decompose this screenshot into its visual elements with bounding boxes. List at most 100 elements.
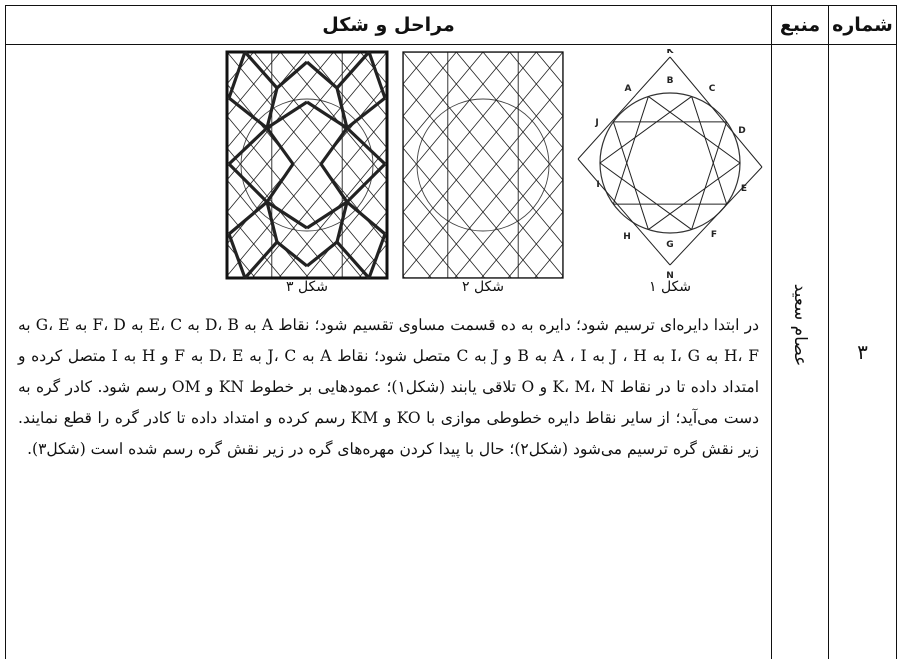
diagonal-line [402,179,488,281]
rhombus-edge [577,56,671,160]
figure-1: KABCJDOMIEHGFN شکل ۱ [575,49,765,306]
knot-line [266,100,308,130]
source-name: عصام سعید [790,283,810,367]
knot-line [306,200,348,230]
knot-line [275,60,309,90]
steps-table: شماره منبع مراحل و شکل ۳ عصام سعید K A B C J… [5,5,897,659]
header-source: منبع [771,5,829,45]
header-steps: مراحل و شکل [5,5,772,45]
point-label: E [741,184,747,194]
point-label: J [594,118,598,128]
table-header-row: شماره منبع مراحل و شکل [5,5,897,45]
figure-2-caption: شکل ۲ [461,279,505,295]
diagonal-line [402,211,462,281]
diagonal-line [402,115,542,281]
diagonal-line [248,115,388,281]
mask [387,49,391,281]
circle [599,92,741,234]
figures: KABCJDOMIEHGFN شکل ۱ شکل ۲ شکل ۳ [6,45,771,306]
diagonal-line [355,243,388,281]
knot-line [367,233,387,279]
diagonal-line [533,49,564,85]
diagonal-line [402,49,433,85]
diagonal-line [226,211,286,281]
diagonal-line [479,49,564,149]
knot-line [276,240,308,268]
mask [399,49,567,52]
row-steps: KABCJDOMIEHGFN شکل ۱ شکل ۲ شکل ۳ در ابتد… [5,44,772,659]
frame [225,50,389,280]
figure-3-drawing [223,49,391,281]
point-label: A [625,84,632,94]
point-label: K [667,49,675,56]
decagram-line [691,121,728,230]
figure-1-caption: شکل ۱ [648,279,692,295]
figure-3-caption: شکل ۳ [285,279,329,295]
knot-line [335,201,349,243]
point-label: I [596,180,599,190]
mask [399,49,403,281]
knot-line [345,200,387,236]
rhombus-edge [669,56,763,168]
decagram-line [648,96,741,164]
mask [399,278,567,281]
knot-line [227,126,269,166]
knot-line [265,163,295,203]
knot-line [335,240,371,280]
circle [240,98,374,232]
figure-3: شکل ۳ [223,49,391,306]
diagonal-line [402,49,460,117]
row-number: ۳ [828,44,897,659]
decagram-line [599,96,692,164]
knot-line [345,162,387,204]
knot-line [306,240,338,268]
decagram-line [612,121,649,230]
row-source: عصام سعید [771,44,829,659]
point-label: B [667,76,674,86]
table-row: ۳ عصام سعید KABCJDOMIEHGFN شکل ۱ شکل ۲ [5,44,897,659]
diagonal-line [504,211,564,281]
figure-1-drawing: KABCJDOMIEHGFN [575,49,765,281]
diagonal-line [478,179,564,281]
point-label: H [623,232,631,242]
point-label: G [666,240,673,250]
knot-line [265,87,279,129]
knot-line [345,126,387,166]
knot-line [243,50,279,90]
decagram-line [599,162,692,230]
knot-line [266,200,308,230]
frame [402,51,564,279]
diagonal-line [424,115,564,281]
point-label: C [709,84,716,94]
diagonal-line [453,49,564,181]
rhombus-edge [577,158,671,266]
knot-line [265,127,295,165]
circle [416,98,550,232]
point-label: F [711,230,717,240]
rhombus-edge [669,166,763,266]
knot-line [227,162,269,204]
diagonal-line [226,49,257,85]
diagonal-line [531,243,564,281]
knot-line [227,200,269,236]
knot-line [367,51,387,99]
diagonal-line [328,211,388,281]
knot-line [319,127,349,165]
diagonal-line [357,49,388,85]
header-number: شماره [828,5,897,45]
diagonal-line [402,243,435,281]
diagonal-line [402,49,487,149]
mask [223,49,227,281]
knot-line [335,50,371,90]
knot-line [227,233,247,279]
figure-2: شکل ۲ [399,49,567,306]
decagram-line [612,96,649,205]
knot-line [227,51,247,99]
knot-line [306,100,348,130]
knot-line [335,87,349,129]
knot-line [243,240,279,280]
decagram-line [648,162,741,230]
knot-line [319,163,349,203]
diagonal-line [226,243,259,281]
diagonal-line [451,147,564,281]
